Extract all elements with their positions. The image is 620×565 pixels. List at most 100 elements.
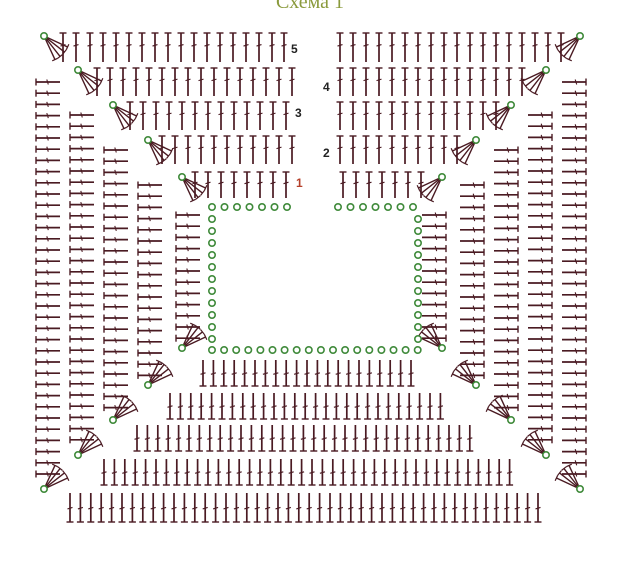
stitch-line [269,437,275,440]
stitch-line [148,227,151,233]
double-crochet-stitch [528,234,553,242]
stitch-line [392,471,398,474]
stitch-line [46,112,49,119]
stitch-line [200,329,205,335]
stitch-line [416,405,423,408]
stitch-line [283,112,289,116]
chain-stitch-circle [353,345,362,354]
stitch-line [148,327,151,334]
stitch-line [574,146,578,152]
double-crochet-stitch [35,156,60,164]
chain-stitch-circle [208,298,217,307]
double-crochet-stitch [228,393,236,420]
double-crochet-stitch [175,425,183,452]
stitch-line [114,404,117,411]
double-crochet-stitch [528,369,553,377]
double-crochet-stitch [241,360,249,387]
stitch-line [147,364,165,386]
double-crochet-stitch [237,425,245,452]
double-crochet-stitch [166,393,174,420]
double-crochet-stitch [208,393,216,420]
stitch-line [148,204,151,211]
double-crochet-stitch [282,360,290,387]
double-crochet-stitch [322,393,330,420]
stitch-line [263,146,269,150]
double-crochet-stitch [103,336,128,344]
double-crochet-stitch [137,259,162,267]
corner-fan-stitch [554,35,581,62]
double-crochet-stitch [66,493,74,523]
double-crochet-stitch [275,67,283,96]
stitch-line [155,161,162,166]
double-crochet-stitch [492,32,500,62]
double-crochet-stitch [35,436,60,444]
chain-stitch-circle [471,136,480,145]
double-crochet-stitch [93,67,101,96]
stitch-line [46,448,49,455]
stitch-line [400,506,406,510]
stitch-line [46,370,49,376]
stitch-line [540,392,544,398]
stitch-line [204,44,210,47]
stitch-line [148,238,151,244]
stitch-line [375,405,381,408]
double-crochet-stitch [422,222,447,230]
double-crochet-stitch [35,425,60,433]
chain-stitch-circle [541,66,550,75]
stitch-line [524,506,531,510]
double-crochet-stitch [194,459,202,486]
double-crochet-stitch [256,101,264,130]
stitch-line [244,181,250,185]
double-crochet-stitch [35,212,60,220]
stitch-line [423,471,430,474]
stitch-line [178,44,184,47]
double-crochet-stitch [280,32,288,62]
stitch-line [46,280,49,287]
stitch-line [480,112,486,116]
stitch-line [574,426,578,432]
stitch-line [172,78,178,82]
stitch-line [99,441,104,448]
double-crochet-stitch [268,32,276,62]
double-crochet-stitch [399,493,407,523]
double-crochet-stitch [35,448,60,456]
chain-stitch-circle [220,345,229,354]
stitch-line [402,146,408,150]
double-crochet-stitch [492,493,500,523]
stitch-line [506,471,513,474]
double-crochet-stitch [173,459,181,486]
double-crochet-stitch [388,493,396,523]
double-crochet-stitch [422,233,447,241]
stitch-line [506,214,510,220]
double-crochet-stitch [528,156,553,164]
stitch-line [262,372,269,375]
stitch-line [490,104,512,122]
double-crochet-stitch [401,32,409,62]
stitch-line [506,203,510,209]
stitch-line [99,77,104,84]
stitch-line [506,315,510,321]
double-crochet-stitch [562,358,587,366]
double-crochet-stitch [368,493,376,523]
stitch-line [428,44,434,47]
stitch-line [493,78,499,82]
chain-stitch-circle [208,274,217,283]
stitch-line [185,78,191,82]
double-crochet-stitch [505,32,513,62]
chain-stitch-circle [208,251,217,260]
stitch-line [364,405,371,408]
stitch-line [46,224,49,231]
stitch-line [527,432,533,437]
stitch-line [574,224,578,231]
stitch-line [376,44,382,47]
double-crochet-stitch [110,459,118,486]
chain-stitch-circle [282,203,291,212]
stitch-line [363,44,369,47]
double-crochet-stitch [376,360,384,387]
stitch-line [237,146,243,150]
stitch-line [43,477,68,490]
double-crochet-stitch [171,135,179,164]
stitch-line [114,315,117,321]
double-crochet-stitch [427,101,435,130]
double-crochet-stitch [112,32,120,62]
